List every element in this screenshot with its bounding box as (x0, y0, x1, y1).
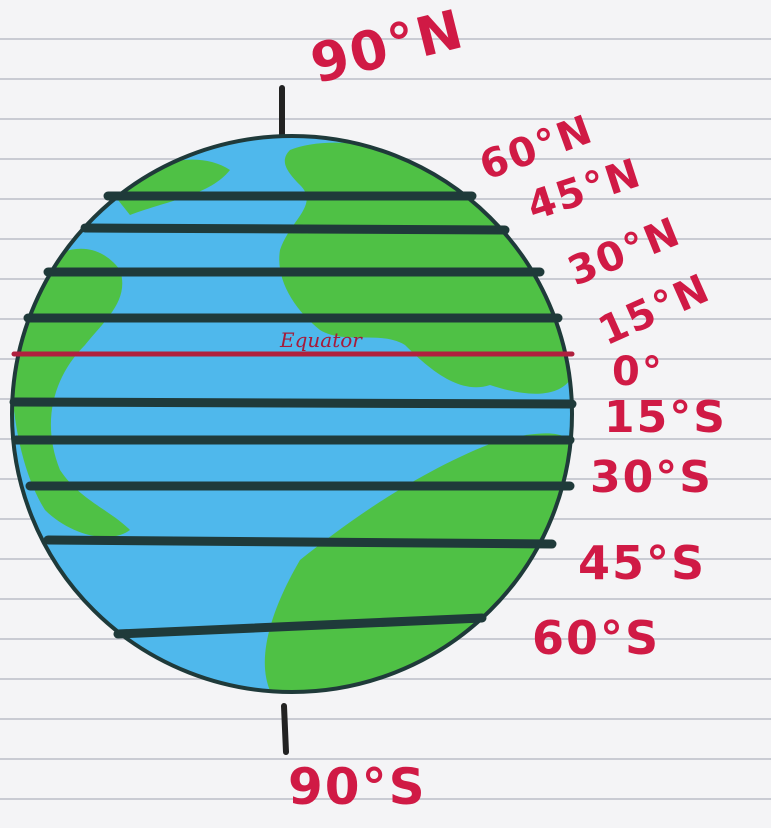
latitude-line-45s (43, 535, 557, 549)
label-15s: 15°S (604, 392, 727, 443)
latitude-line-60s (113, 613, 487, 639)
label-45s: 45°S (578, 536, 707, 590)
label-30s: 30°S (590, 452, 713, 503)
label-equator: Equator (280, 328, 362, 352)
latitude-line-15s (9, 397, 577, 409)
label-60s: 60°S (532, 611, 661, 665)
label-90s: 90°S (288, 758, 427, 816)
continent-southeast (264, 433, 572, 692)
globe-outline (10, 134, 574, 694)
label-0: 0° (612, 349, 664, 395)
latitude-line-45n (80, 223, 510, 235)
globe (10, 134, 574, 694)
south-axis (281, 703, 289, 755)
latitude-lines (9, 191, 577, 639)
